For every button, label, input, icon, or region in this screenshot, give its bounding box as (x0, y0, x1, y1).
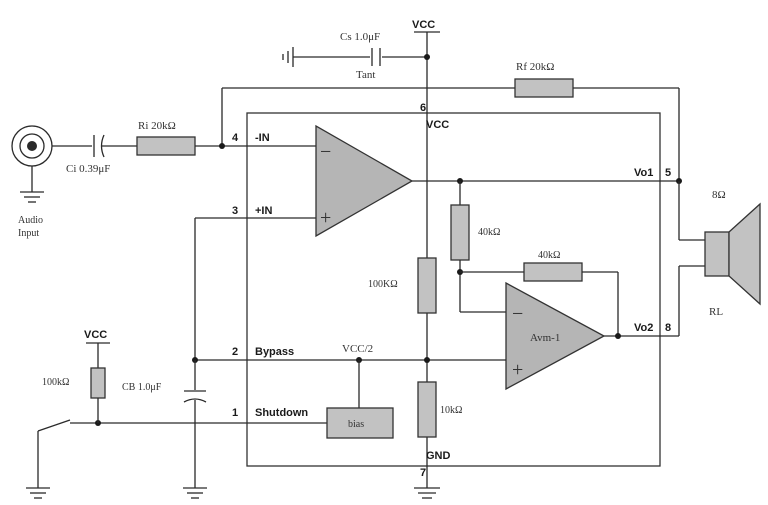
r40k-b-label: 40kΩ (538, 250, 560, 261)
amp2-plus: + (512, 359, 523, 381)
pin7-label: 7 (420, 467, 426, 479)
amp2-gain-label: Avm-1 (530, 332, 560, 344)
input-label-line1: Audio (18, 215, 43, 226)
cs-junction-dot (424, 54, 430, 60)
ri-label: Ri 20kΩ (138, 120, 176, 132)
amp2-minus: − (512, 303, 523, 325)
input-jack-mid (19, 133, 45, 159)
bias-block (326, 407, 394, 439)
amplifier-2 (505, 281, 606, 391)
cb-label: CB 1.0μF (122, 382, 162, 393)
pin4-label: 4 (232, 132, 239, 144)
ri-junction-dot (219, 143, 225, 149)
chip-outline (246, 112, 661, 467)
pin3-label: 3 (232, 205, 238, 217)
vcc-left-label: VCC (84, 329, 107, 341)
amp1-minus: − (320, 141, 331, 163)
r10k-label: 10kΩ (440, 405, 462, 416)
input-jack-center (27, 141, 37, 151)
cb-plate-b (183, 398, 207, 403)
r100k-left-label: 100kΩ (42, 377, 69, 388)
bias-label: bias (348, 419, 364, 430)
speaker-cone-icon (728, 202, 761, 306)
r100k-mid-label: 100KΩ (368, 279, 398, 290)
rf-resistor (514, 78, 574, 98)
vo2-label: Vo2 (634, 322, 653, 334)
shutdown-label: Shutdown (255, 407, 308, 419)
speaker-name-label: RL (709, 306, 723, 318)
vcc-top-label: VCC (412, 19, 435, 31)
r100k-mid-resistor (417, 257, 437, 314)
gnd-label: GND (426, 450, 451, 462)
speaker-ohms-label: 8Ω (712, 189, 726, 201)
vcc-internal-label: VCC (426, 119, 449, 131)
bypass-mid-dot (424, 357, 430, 363)
bypass-label: Bypass (255, 346, 294, 358)
r10k-resistor (417, 381, 437, 438)
pin5-label: 5 (665, 167, 671, 179)
r40k-a-resistor (450, 204, 470, 261)
r100k-left-resistor (90, 367, 106, 399)
cs-label: Cs 1.0μF (340, 31, 380, 43)
pin2-label: 2 (232, 346, 238, 358)
pin6-label: 6 (420, 102, 426, 114)
pin8-label: 8 (665, 322, 671, 334)
ri-resistor (136, 136, 196, 156)
pin1-label: 1 (232, 407, 238, 419)
input-label-line2: Input (18, 228, 39, 239)
vo1-label: Vo1 (634, 167, 653, 179)
r40k-a-label: 40kΩ (478, 227, 500, 238)
amp1-plus: + (320, 207, 331, 229)
in-neg-label: -IN (255, 132, 270, 144)
ci-label: Ci 0.39μF (66, 163, 110, 175)
vcc-half-label: VCC/2 (342, 343, 373, 355)
in-pos-label: +IN (255, 205, 272, 217)
rf-label: Rf 20kΩ (516, 61, 554, 73)
cs-type-label: Tant (356, 69, 375, 81)
vo2-junction-dot (615, 333, 621, 339)
amplifier-1 (315, 124, 414, 238)
speaker-body (704, 231, 730, 277)
switch-blade (37, 419, 71, 432)
r40k-b-resistor (523, 262, 583, 282)
